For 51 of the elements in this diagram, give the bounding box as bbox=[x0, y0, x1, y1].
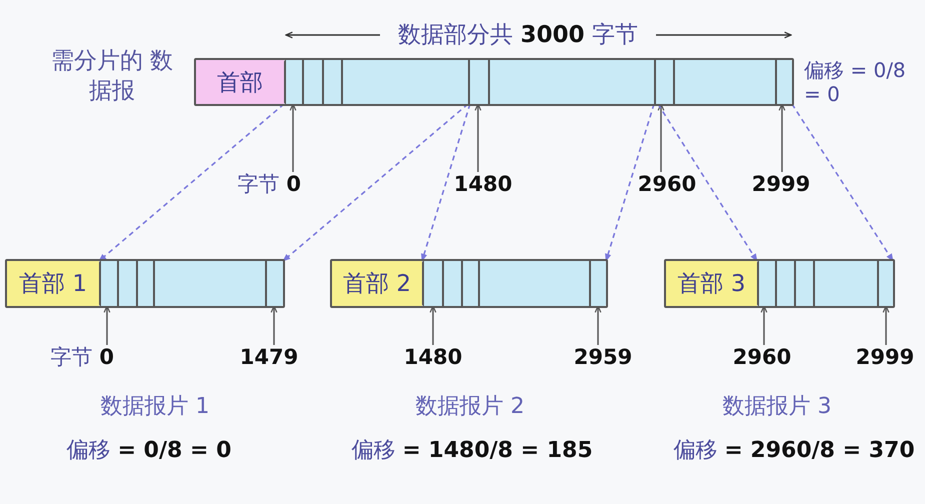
dashed-arrow bbox=[605, 104, 655, 262]
pointer-arrow bbox=[882, 305, 890, 345]
byte-number: 2999 bbox=[854, 345, 916, 371]
dashed-arrow bbox=[421, 104, 471, 262]
pointer-arrow bbox=[474, 103, 482, 172]
header-label: 首部 2 bbox=[343, 270, 411, 299]
offset-label: 偏移 = 0/8 = 0 bbox=[66, 437, 232, 465]
datagram-bar bbox=[5, 259, 285, 308]
payload-segment bbox=[422, 261, 606, 306]
dashed-arrow bbox=[282, 103, 469, 262]
pointer-arrow bbox=[104, 305, 110, 345]
header-label: 首部 1 bbox=[19, 270, 87, 299]
offset-label: 偏移 = 0/8 = 0 bbox=[804, 58, 907, 106]
header-segment bbox=[332, 261, 422, 306]
header-segment bbox=[7, 261, 99, 306]
dashed-arrow bbox=[657, 104, 758, 262]
pointer-arrow bbox=[760, 305, 768, 345]
offset-label: 偏移 = 2960/8 = 370 bbox=[672, 437, 916, 465]
header-segment bbox=[666, 261, 757, 306]
fragment-caption: 数据报片 3 bbox=[722, 393, 832, 421]
pointer-arrow bbox=[778, 103, 786, 172]
byte-number: 2960 bbox=[731, 345, 793, 371]
header-label: 首部 3 bbox=[678, 270, 746, 299]
offset-label: 偏移 = 1480/8 = 185 bbox=[350, 437, 594, 465]
payload-segment bbox=[284, 60, 792, 104]
byte-number: 2960 bbox=[636, 172, 698, 196]
byte-number: 1480 bbox=[402, 345, 464, 371]
dimension-label: 数据部分共 3000 字节 bbox=[397, 21, 639, 50]
pointer-arrow bbox=[270, 305, 278, 345]
byte-index-label: 字节 0 bbox=[48, 345, 114, 371]
header-segment bbox=[196, 60, 284, 104]
datagram-bar bbox=[330, 259, 608, 308]
payload-segment bbox=[757, 261, 893, 306]
datagram-bar bbox=[664, 259, 895, 308]
datagram-caption: 需分片的 数据报 bbox=[50, 47, 174, 106]
pointer-arrow bbox=[290, 103, 296, 172]
pointer-arrow bbox=[430, 305, 436, 345]
fragment-caption: 数据报片 2 bbox=[414, 393, 526, 421]
byte-number: 1479 bbox=[238, 345, 300, 371]
byte-number: 2999 bbox=[750, 172, 812, 196]
fragment-caption: 数据报片 1 bbox=[100, 393, 210, 421]
datagram-bar bbox=[194, 58, 794, 106]
pointer-arrow bbox=[594, 305, 602, 345]
byte-number: 2959 bbox=[572, 345, 634, 371]
dashed-arrow bbox=[791, 104, 894, 262]
header-label: 首部 bbox=[217, 68, 263, 98]
pointer-arrow bbox=[658, 103, 664, 172]
byte-number: 1480 bbox=[452, 172, 514, 196]
payload-segment bbox=[99, 261, 283, 306]
byte-index-label: 字节 0 bbox=[235, 172, 301, 196]
dashed-arrow bbox=[98, 103, 285, 262]
